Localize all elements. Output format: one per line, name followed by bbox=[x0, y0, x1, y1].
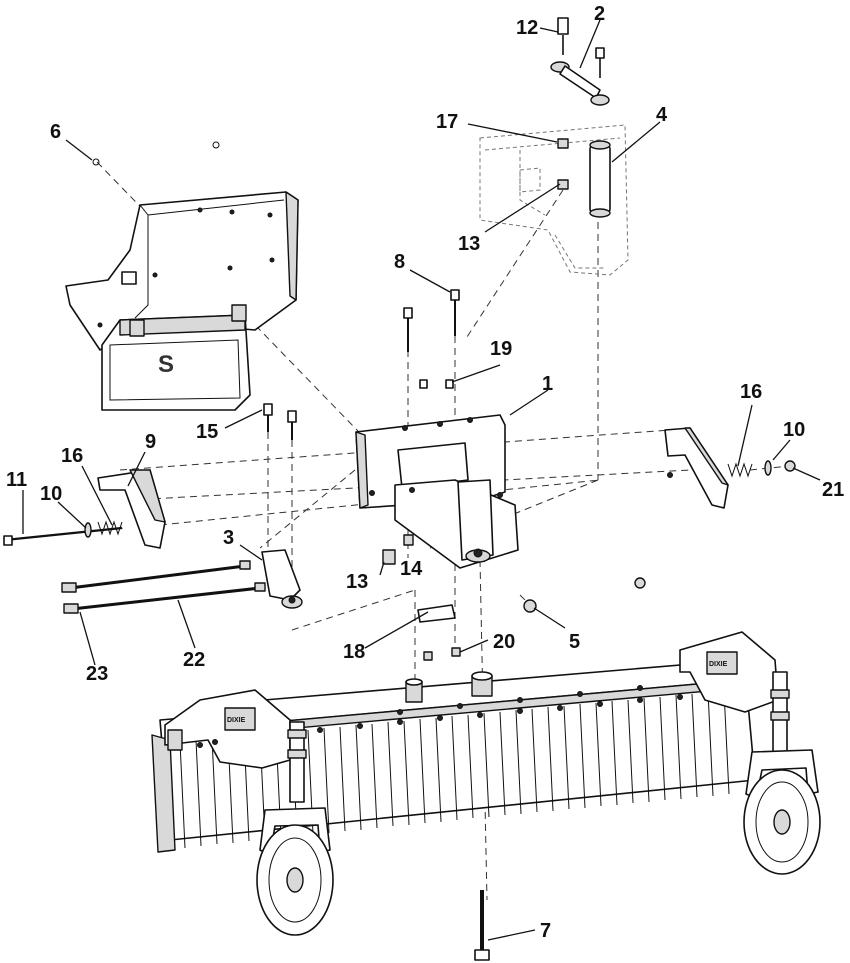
callout-14: 14 bbox=[400, 558, 423, 580]
bolts-8-19 bbox=[403, 289, 460, 389]
callout-3: 3 bbox=[223, 527, 234, 549]
callout-leaders bbox=[22, 19, 821, 941]
callout-4: 4 bbox=[656, 104, 668, 126]
center-frame-bracket bbox=[355, 414, 519, 569]
callout-16-left: 16 bbox=[61, 445, 83, 467]
callout-9: 9 bbox=[145, 431, 156, 453]
svg-text:S: S bbox=[158, 351, 174, 378]
callout-1: 1 bbox=[542, 373, 553, 395]
callout-5: 5 bbox=[569, 631, 580, 653]
callout-16-right: 16 bbox=[740, 381, 762, 403]
callout-8: 8 bbox=[394, 251, 405, 273]
callout-10-right: 10 bbox=[783, 419, 805, 441]
right-end-plate: DIXIE bbox=[679, 631, 779, 713]
left-spring-bolt bbox=[3, 520, 123, 546]
callout-17: 17 bbox=[436, 111, 458, 133]
callout-2: 2 bbox=[594, 3, 605, 25]
callout-12: 12 bbox=[516, 17, 538, 39]
callout-23: 23 bbox=[86, 663, 108, 685]
right-spring-bolt bbox=[727, 460, 796, 478]
callout-10-left: 10 bbox=[40, 483, 62, 505]
pivot-bolt-7 bbox=[474, 890, 490, 961]
seat-plate-assembly: S bbox=[65, 141, 299, 411]
pivot-block-3 bbox=[261, 403, 303, 609]
callout-20: 20 bbox=[493, 631, 515, 653]
upper-mount-ghost bbox=[479, 124, 629, 276]
left-arm-9 bbox=[97, 469, 166, 549]
left-end-plate: DIXIE bbox=[164, 689, 291, 769]
callout-6: 6 bbox=[50, 121, 61, 143]
right-arm bbox=[664, 427, 729, 509]
callout-21: 21 bbox=[822, 479, 844, 501]
callout-13-lower: 13 bbox=[346, 571, 368, 593]
small-hardware bbox=[382, 534, 646, 661]
rail-bolts bbox=[317, 685, 683, 733]
right-decal-text: DIXIE bbox=[709, 661, 728, 668]
left-decal-text: DIXIE bbox=[227, 717, 246, 724]
callout-11: 11 bbox=[6, 469, 27, 491]
turnbuckle-link bbox=[550, 17, 610, 190]
callout-15: 15 bbox=[196, 421, 218, 443]
callout-19: 19 bbox=[490, 338, 512, 360]
callout-13-upper: 13 bbox=[458, 233, 480, 255]
callout-22: 22 bbox=[183, 649, 205, 671]
left-caster-wheel bbox=[256, 721, 334, 936]
callout-7: 7 bbox=[540, 920, 551, 942]
right-caster-wheel bbox=[743, 671, 821, 875]
callout-18: 18 bbox=[343, 641, 365, 663]
spacer-tube-4 bbox=[589, 140, 611, 218]
cables-22-23 bbox=[61, 560, 266, 614]
callout-labels: 1 2 3 4 5 6 7 8 9 10 10 11 12 13 13 14 1… bbox=[6, 3, 844, 942]
